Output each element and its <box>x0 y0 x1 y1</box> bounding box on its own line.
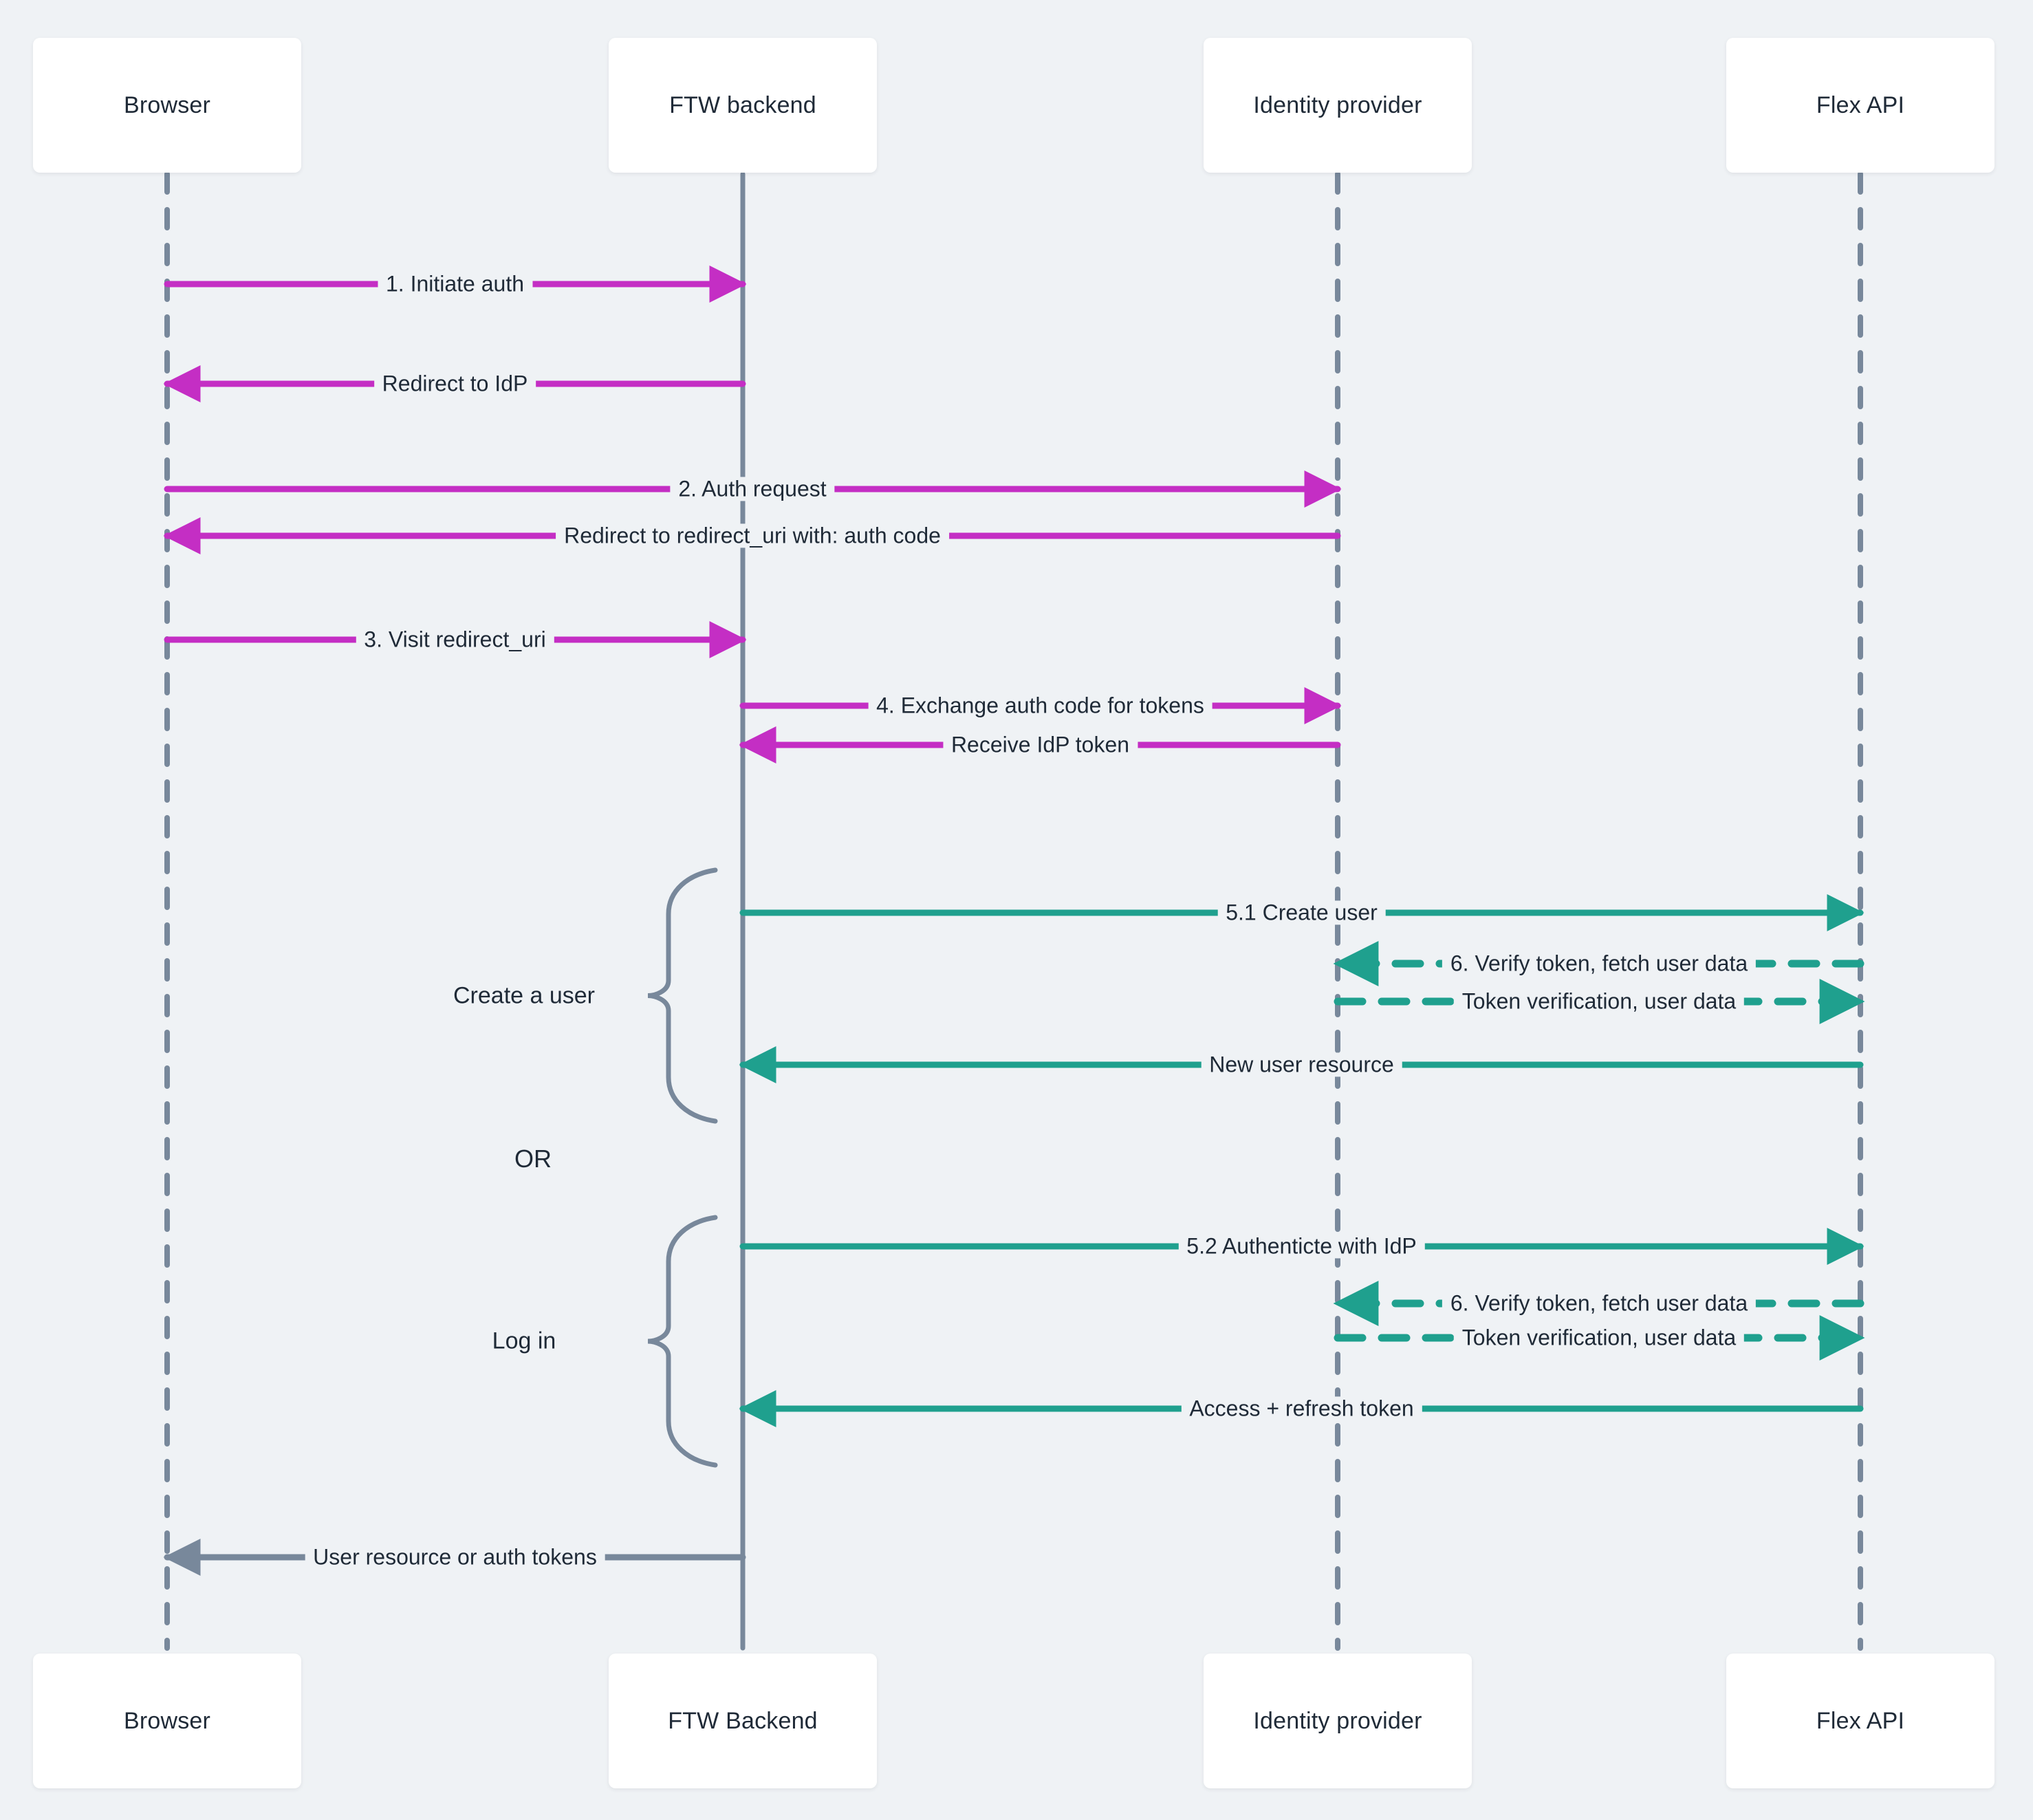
message-arrows-layer <box>163 266 1865 1576</box>
actor-label-ftw-top: FTW backend <box>669 91 816 118</box>
group-label-log-in: Log in <box>492 1328 556 1354</box>
message-label-m15: Access + refresh token <box>1181 1396 1422 1421</box>
actor-box-browser-top: Browser <box>33 38 301 173</box>
actor-label-idp-bottom: Identity provider <box>1253 1707 1422 1734</box>
message-label-m8: 5.1 Create user <box>1217 900 1386 925</box>
message-label-m5: 3. Visit redirect_uri <box>356 627 554 652</box>
actor-label-ftw-bottom: FTW Backend <box>668 1707 818 1734</box>
actor-label-browser-top: Browser <box>123 91 211 118</box>
group-braces-layer <box>647 867 718 1468</box>
actor-box-browser-bottom: Browser <box>33 1654 301 1788</box>
actor-box-ftw-top: FTW backend <box>609 38 877 173</box>
message-label-m13: 6. Verify token, fetch user data <box>1442 1291 1757 1316</box>
actor-label-flex-bottom: Flex API <box>1816 1707 1905 1734</box>
message-label-m12: 5.2 Authenticte with IdP <box>1178 1234 1425 1259</box>
actor-label-flex-top: Flex API <box>1816 91 1905 118</box>
message-label-m7: Receive IdP token <box>942 733 1138 757</box>
actor-box-idp-top: Identity provider <box>1204 38 1472 173</box>
message-label-m2: Redirect to IdP <box>373 371 536 396</box>
message-label-m1: 1. Initiate auth <box>377 272 533 296</box>
actor-box-flex-bottom: Flex API <box>1726 1654 1994 1788</box>
message-label-m4: Redirect to redirect_uri with: auth code <box>556 523 949 548</box>
message-label-m3: 2. Auth request <box>670 477 835 501</box>
group-brace-log-in <box>647 1215 718 1468</box>
actor-box-flex-top: Flex API <box>1726 38 1994 173</box>
group-label-create-a-user: Create a user <box>453 982 595 1009</box>
actor-label-idp-top: Identity provider <box>1253 91 1422 118</box>
message-label-m9: 6. Verify token, fetch user data <box>1442 951 1757 976</box>
message-label-m6: 4. Exchange auth code for tokens <box>868 693 1213 718</box>
or-separator-label: OR <box>514 1145 552 1173</box>
message-label-m16: User resource or auth tokens <box>305 1545 605 1570</box>
message-label-m11: New user resource <box>1201 1052 1402 1077</box>
actor-box-idp-bottom: Identity provider <box>1204 1654 1472 1788</box>
message-label-m14: Token verification, user data <box>1453 1325 1745 1350</box>
message-label-m10: Token verification, user data <box>1453 989 1745 1014</box>
actor-box-ftw-bottom: FTW Backend <box>609 1654 877 1788</box>
actor-label-browser-bottom: Browser <box>123 1707 211 1734</box>
group-brace-create-a-user <box>647 867 718 1124</box>
